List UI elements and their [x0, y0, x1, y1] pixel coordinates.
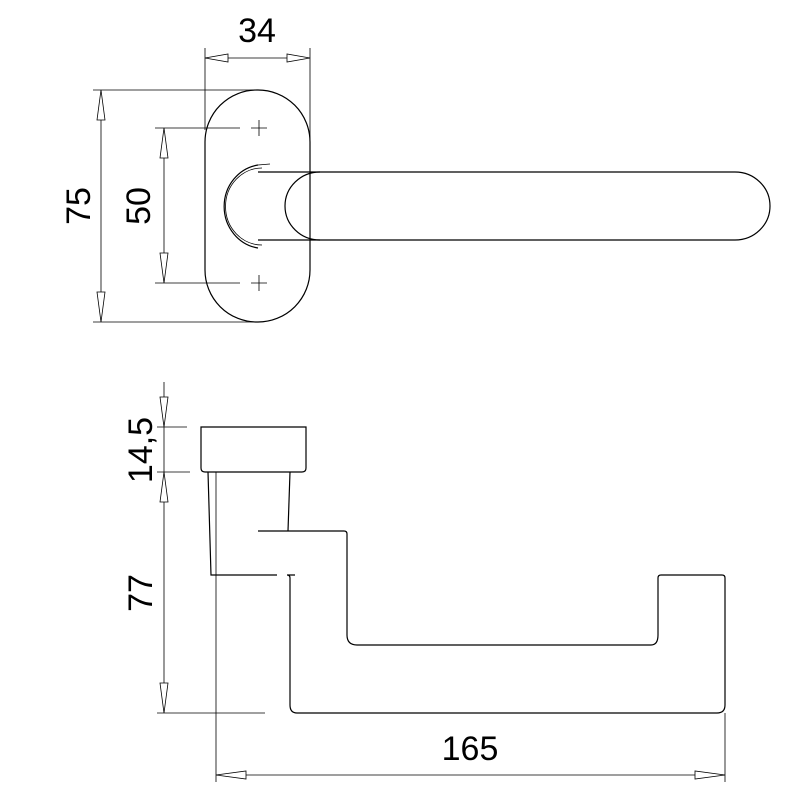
oval-rose [204, 89, 311, 323]
dimension-width: 34 [204, 12, 311, 165]
screw-hole-marks [251, 120, 267, 291]
dimension-label-75: 75 [60, 187, 98, 225]
dimension-height: 75 [60, 89, 255, 323]
dimension-label-50: 50 [120, 187, 158, 225]
dimension-screw-spacing: 50 [120, 127, 240, 284]
dimension-label-14-5: 14,5 [122, 417, 160, 483]
dimension-label-77: 77 [122, 574, 160, 612]
lever-top [258, 171, 771, 241]
dimension-lever-projection: 77 [122, 574, 265, 714]
top-view: 34 75 50 [60, 12, 771, 323]
collar [223, 163, 271, 249]
dimension-label-165: 165 [442, 730, 499, 768]
rose-side [200, 426, 307, 473]
side-view: 14,5 77 165 [122, 382, 726, 782]
dimension-label-34: 34 [238, 12, 276, 50]
dimension-lever-length: 165 [215, 472, 726, 782]
dimension-rose-thickness: 14,5 [122, 382, 190, 713]
lever-side [207, 471, 726, 714]
